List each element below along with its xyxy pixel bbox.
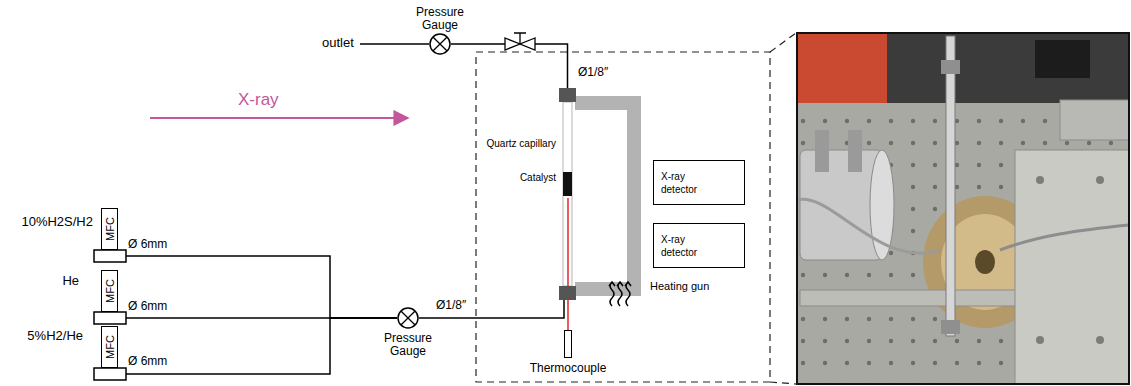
gas-name: 5%H2/He <box>27 329 83 344</box>
photo-screw <box>1036 336 1044 344</box>
mfc-label: MFC <box>103 217 116 241</box>
photo-clamp <box>815 130 829 172</box>
catalyst-bed <box>563 172 572 196</box>
pipe-diameter: Ø 6mm <box>128 238 167 252</box>
xray-detector: X-ray detector <box>653 160 745 205</box>
gas-line <box>451 44 568 88</box>
pipe-diameter: Ø1/8″ <box>436 299 466 313</box>
gauge-label: Pressure Gauge <box>377 332 439 358</box>
heater-label: Heating gun <box>650 280 709 293</box>
capillary-label: Quartz capillary <box>487 138 556 150</box>
pipe-diameter: Ø1/8″ <box>578 66 608 80</box>
gauge-circle <box>430 34 450 54</box>
photo-screw <box>1036 176 1044 184</box>
photo-cable <box>797 199 940 253</box>
photo-capillary <box>946 36 955 336</box>
outlet-label: outlet <box>322 36 354 51</box>
photo-optical-table <box>797 103 1129 384</box>
photo-ground <box>797 33 1129 384</box>
gauge-symbol <box>397 307 419 329</box>
xray-beam-arrow <box>150 117 408 119</box>
photo-dark-wall <box>887 33 1129 103</box>
mfc-base <box>94 312 126 324</box>
mfc-base <box>94 368 126 380</box>
mass-flow-controller: HeMFC <box>101 270 118 312</box>
detector-label: X-ray detector <box>654 233 713 259</box>
zoom-line <box>770 33 796 52</box>
detector-label: X-ray detector <box>654 170 713 196</box>
cell-bracket <box>575 96 641 296</box>
pipe-diameter: Ø 6mm <box>128 300 167 314</box>
gauge-cross <box>433 37 447 51</box>
photo-frame <box>797 33 1129 384</box>
quartz-tube <box>563 102 572 286</box>
photo-clamp <box>848 130 862 172</box>
tube-fitting <box>559 88 576 102</box>
mfc-label: MFC <box>103 279 116 303</box>
photo-motor <box>1035 40 1090 78</box>
outlet-pipe <box>360 43 429 45</box>
gas-line <box>419 300 564 318</box>
gas-name: He <box>62 274 79 289</box>
photo-cone-center <box>975 250 995 274</box>
xray-detector: X-ray detector <box>653 223 745 268</box>
thermocouple-wire <box>567 300 569 330</box>
photo-fitting <box>941 60 960 74</box>
gas-name: 10%H2S/H2 <box>21 215 93 230</box>
heat-wave <box>617 282 623 306</box>
thermocouple-label: Thermocouple <box>530 362 607 376</box>
gas-line <box>110 318 398 374</box>
pressure-gauge: Pressure Gauge <box>397 307 419 329</box>
setup-photo <box>797 33 1129 384</box>
pipe-diameter: Ø 6mm <box>128 355 167 369</box>
photo-cable <box>1000 225 1129 250</box>
heat-wave <box>625 282 631 306</box>
photo-red-panel <box>797 33 887 113</box>
photo-screw <box>1096 176 1104 184</box>
heat-wave <box>609 282 615 306</box>
mass-flow-controller: 5%H2/HeMFC <box>101 326 118 368</box>
gauge-cross <box>401 311 415 325</box>
thermocouple: Thermocouple <box>564 330 572 358</box>
gauge-circle <box>398 308 418 328</box>
gauge-symbol <box>429 33 451 55</box>
zoom-line <box>770 382 796 384</box>
mfc-base <box>94 250 126 262</box>
quartz-capillary: Quartz capillaryCatalyst <box>559 88 576 300</box>
gas-line <box>110 250 398 318</box>
photo-plate <box>1015 150 1129 384</box>
photo-fitting <box>941 320 960 334</box>
catalyst-label: Catalyst <box>520 172 556 184</box>
pressure-gauge: Pressure Gauge <box>429 33 451 55</box>
dashed-enclosure <box>476 52 770 382</box>
mass-flow-controller: 10%H2S/H2MFC <box>101 208 118 250</box>
valve-handle <box>514 33 526 44</box>
photo-screw <box>1096 336 1104 344</box>
thermocouple-probe <box>567 198 569 286</box>
tube-fitting <box>559 286 576 300</box>
gauge-label: Pressure Gauge <box>409 6 471 32</box>
beam-label: X-ray <box>238 90 279 110</box>
mfc-label: MFC <box>103 335 116 359</box>
photo-bracket <box>1060 100 1129 140</box>
